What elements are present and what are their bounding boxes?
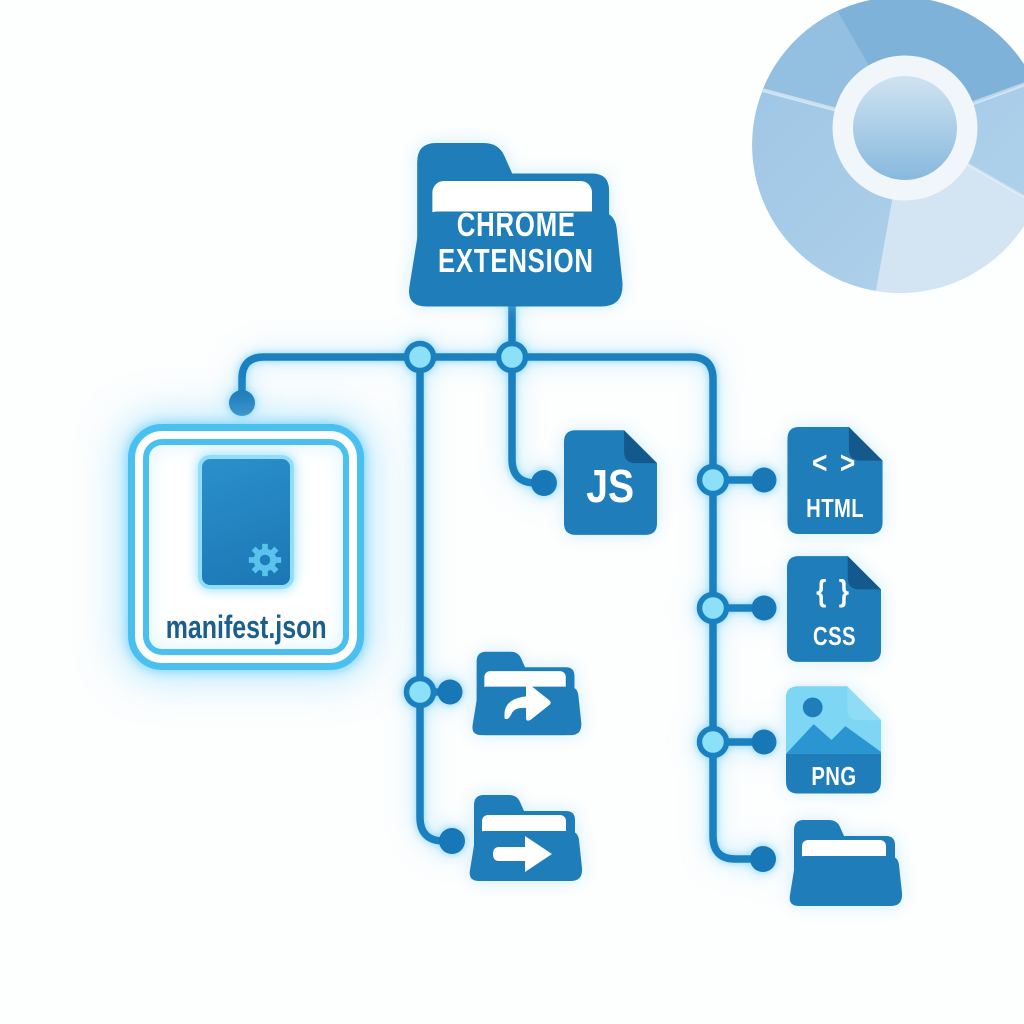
folder-icon <box>789 820 903 906</box>
root-folder-label-line1: CHROME <box>456 206 576 243</box>
folder-straight-arrow-icon <box>469 795 583 881</box>
folder-share-arrow <box>468 644 586 738</box>
png-file: PNG <box>786 685 881 795</box>
html-file-label: HTML <box>806 493 864 523</box>
gear-icon <box>248 543 282 577</box>
png-file-icon <box>786 686 881 794</box>
html-code-symbol: < > <box>812 445 858 480</box>
html-file: < > HTML <box>787 427 883 534</box>
css-braces-symbol: { } <box>816 573 852 608</box>
css-file-icon <box>787 556 881 662</box>
manifest-json-card: manifest.json <box>128 424 364 670</box>
manifest-document-icon <box>198 455 294 589</box>
root-folder-label-line2: EXTENSION <box>438 242 594 279</box>
css-file-label: CSS <box>812 621 856 651</box>
folder-export-arrow <box>466 787 586 884</box>
manifest-label: manifest.json <box>165 609 327 645</box>
chromium-logo <box>736 0 1024 304</box>
right-arrow-glyph <box>493 836 552 872</box>
js-file-label: JS <box>586 460 635 512</box>
png-file-label: PNG <box>810 761 857 791</box>
folder-plain <box>786 812 906 909</box>
js-file: JS <box>564 429 657 536</box>
folder-curved-arrow-icon <box>472 651 582 736</box>
folder-icon <box>409 143 623 307</box>
html-file-icon <box>787 427 883 534</box>
chrome-extension-folder: CHROME EXTENSION <box>402 126 630 314</box>
css-file: { } CSS <box>787 555 881 663</box>
curved-arrow-glyph <box>504 684 551 721</box>
js-file-icon <box>564 430 657 535</box>
